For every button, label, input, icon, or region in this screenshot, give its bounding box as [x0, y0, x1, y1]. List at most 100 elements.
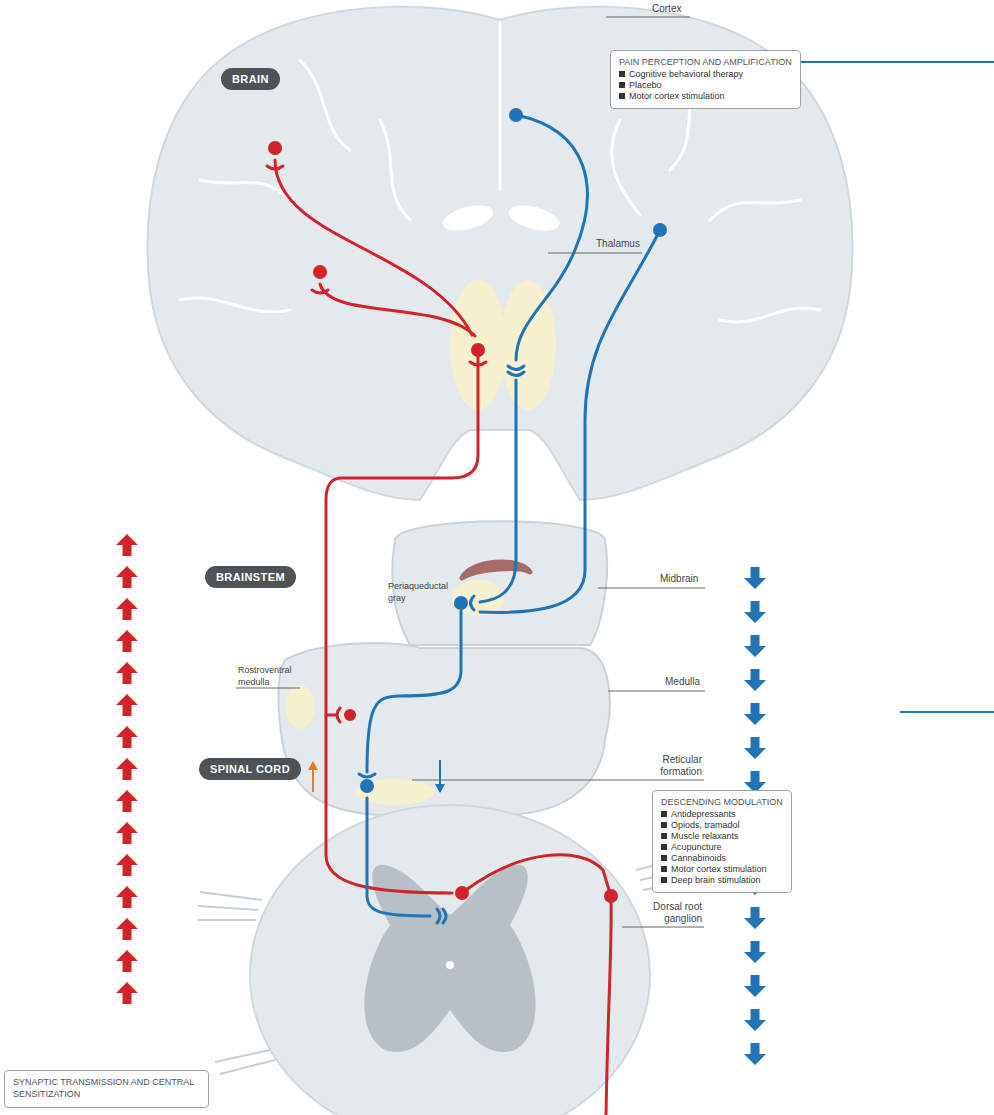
nerve-root — [200, 892, 262, 900]
thalamus-shape — [500, 280, 556, 410]
sulcus — [300, 60, 350, 150]
label-leaders — [236, 17, 705, 927]
up-arrow — [116, 662, 138, 684]
leader-line — [236, 688, 300, 689]
structure-label: Midbrain — [660, 573, 698, 585]
leader-line — [606, 17, 690, 18]
cell-body — [454, 596, 468, 610]
red-neuron — [606, 902, 611, 1115]
aqueduct-shape — [462, 562, 530, 578]
red-neuron — [326, 356, 478, 893]
region-tag: BRAIN — [221, 68, 280, 90]
synapse-cup — [337, 708, 340, 722]
treatment-box: DESCENDING MODULATIONAntidepressantsOpio… — [652, 790, 792, 893]
up-arrow — [116, 982, 138, 1004]
synapse-cup — [437, 909, 440, 923]
leader-line — [548, 253, 642, 254]
cell-body — [471, 343, 485, 357]
up-arrow — [116, 566, 138, 588]
structure-label: Periaqueductal gray — [388, 580, 454, 604]
sulcus — [710, 200, 800, 220]
cell-body — [509, 108, 523, 122]
bullet-item: Antidepressants — [661, 809, 783, 820]
bullet-item: Motor cortex stimulation — [619, 91, 792, 102]
ascending-pathway — [267, 160, 611, 1115]
red-neuron — [320, 284, 475, 336]
down-arrow — [744, 567, 766, 589]
cell-body — [360, 779, 374, 793]
nerve-root — [215, 1050, 270, 1062]
bullet-item: Acupuncture — [661, 842, 783, 853]
up-arrow — [116, 726, 138, 748]
structure-label: Medulla — [665, 676, 700, 688]
up-arrow — [116, 854, 138, 876]
rostroventral-medulla-shape — [285, 685, 315, 729]
red-neuron — [466, 855, 609, 890]
sulcus — [720, 308, 820, 322]
region-tag: SPINAL CORD — [199, 758, 301, 780]
up-arrow — [116, 630, 138, 652]
treatment-box: PAIN PERCEPTION AND AMPLIFICATIONCogniti… — [610, 50, 801, 109]
down-arrow — [744, 941, 766, 963]
cell-body — [653, 223, 667, 237]
synapse-cup — [508, 372, 524, 376]
up-arrow — [116, 918, 138, 940]
up-arrow — [116, 694, 138, 716]
tag-text: SPINAL CORD — [210, 762, 290, 776]
blue-neuron — [367, 611, 461, 772]
down-arrow — [744, 601, 766, 623]
up-arrow — [116, 598, 138, 620]
up-arrow — [116, 950, 138, 972]
synapse-cup — [508, 366, 524, 370]
synapse-cup — [267, 166, 283, 169]
sulcus — [200, 180, 290, 200]
up-arrow — [116, 534, 138, 556]
nerve-root — [198, 906, 258, 910]
bullet-item: Opiods, tramadol — [661, 820, 783, 831]
spinal-cord-section — [250, 805, 650, 1115]
up-arrow — [116, 790, 138, 812]
blue-cell-bodies — [360, 108, 667, 793]
box-heading: PAIN PERCEPTION AND AMPLIFICATION — [619, 56, 792, 68]
blue-neuron — [516, 115, 587, 360]
small-down-arrow — [439, 760, 441, 786]
down-arrow — [744, 1043, 766, 1065]
red-cell-bodies — [268, 141, 618, 903]
leader-line — [598, 588, 705, 589]
nerve-root — [220, 1060, 275, 1074]
central-canal — [446, 961, 454, 969]
bullet-item: Cognitive behavioral therapy — [619, 69, 792, 80]
cell-body — [344, 709, 356, 721]
box-heading: DESCENDING MODULATION — [661, 796, 783, 808]
brain-section — [148, 7, 853, 500]
down-arrow — [744, 635, 766, 657]
up-arrow — [116, 758, 138, 780]
down-arrow — [744, 703, 766, 725]
synapse-cup — [470, 362, 486, 365]
structure-label: Dorsal root ganglion — [640, 901, 702, 925]
region-tag: BRAINSTEM — [205, 566, 296, 588]
down-arrow — [744, 737, 766, 759]
sulcus — [180, 298, 290, 312]
blue-neuron — [367, 798, 430, 916]
sulcus — [499, 22, 502, 190]
down-arrow — [744, 975, 766, 997]
cell-body — [268, 141, 282, 155]
bullet-item: Muscle relaxants — [661, 831, 783, 842]
down-arrow — [744, 1009, 766, 1031]
red-neuron — [326, 714, 336, 717]
tag-text: BRAINSTEM — [216, 570, 285, 584]
sulcus — [380, 120, 410, 220]
ventricle — [440, 201, 496, 236]
callout-line — [900, 711, 994, 713]
up-arrow — [116, 822, 138, 844]
treatment-box: SYNAPTIC TRANSMISSION AND CENTRAL SENSIT… — [4, 1070, 209, 1108]
synapse-cup — [443, 909, 446, 923]
synapse-cup — [471, 596, 475, 610]
nerve-root — [198, 919, 256, 921]
medulla-shape — [278, 643, 609, 815]
structure-label: Thalamus — [596, 238, 640, 250]
tag-text: BRAIN — [232, 72, 269, 86]
